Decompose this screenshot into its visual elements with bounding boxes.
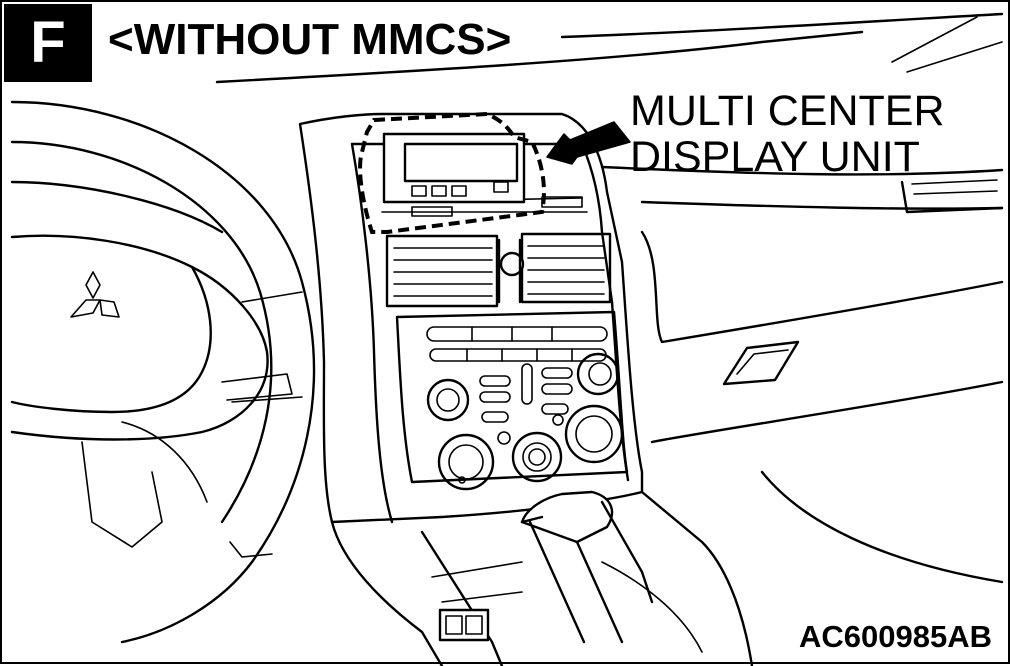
three-diamond-logo-icon [70,271,120,318]
gear-shifter [330,490,754,666]
callout-label: MULTI CENTER DISPLAY UNIT [630,88,945,180]
multi-center-display-unit [382,132,526,204]
audio-control-panel [395,310,629,484]
callout-line-1: MULTI CENTER [630,87,945,135]
climate-control-knobs [437,404,624,491]
figure-code: AC600985AB [799,619,992,654]
glovebox-area [640,230,1004,584]
variant-heading: <WITHOUT MMCS> [108,15,512,64]
section-badge: F [4,4,92,82]
callout-arrow-icon [546,121,631,165]
dashboard-top-lines [215,12,1004,214]
section-letter: F [30,10,66,75]
display-unit-highlight [358,111,546,234]
callout-line-2: DISPLAY UNIT [630,133,920,181]
center-air-vents [385,232,612,308]
steering-wheel [10,100,316,644]
